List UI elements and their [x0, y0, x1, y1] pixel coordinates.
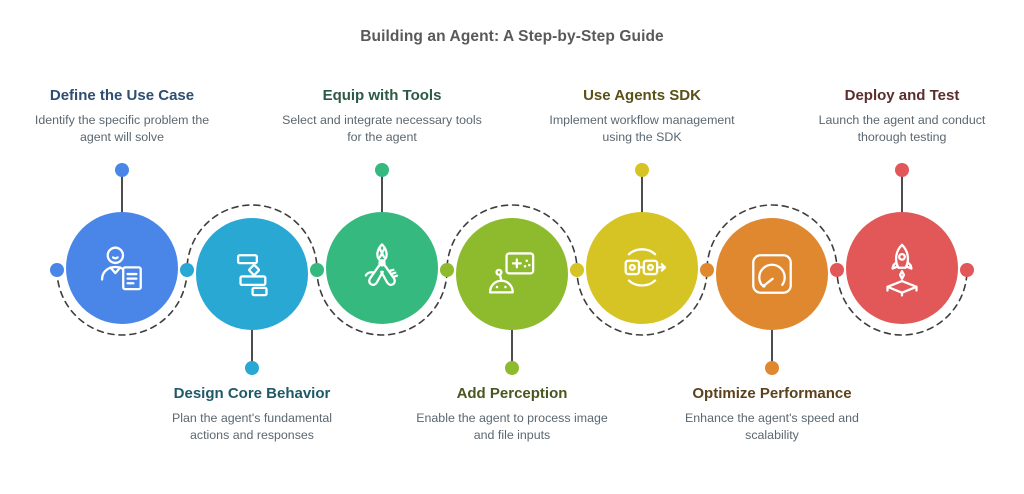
step-heading: Define the Use Case — [49, 87, 195, 104]
step-circle — [716, 218, 828, 330]
connector-stem — [901, 172, 903, 213]
step-heading: Add Perception — [456, 385, 568, 402]
path-dot — [180, 263, 194, 277]
step-heading: Optimize Performance — [692, 385, 852, 402]
stem-dot — [375, 163, 389, 177]
step-heading: Equip with Tools — [322, 87, 442, 104]
connector-stem — [381, 172, 383, 213]
step-text-block: Deploy and Test Launch the agent and con… — [802, 87, 1002, 145]
step-text-block: Use Agents SDK Implement workflow manage… — [542, 87, 742, 145]
stem-dot — [245, 361, 259, 375]
step-description: Identify the specific problem the agent … — [34, 113, 210, 144]
step-text-block: Define the Use Case Identify the specifi… — [22, 87, 222, 145]
multi-tool-icon — [364, 243, 399, 286]
path-dot — [960, 263, 974, 277]
step-circle — [66, 212, 178, 324]
connector-stem — [251, 330, 253, 367]
step-circle — [456, 218, 568, 330]
stem-dot — [115, 163, 129, 177]
path-dot — [570, 263, 584, 277]
step-heading: Use Agents SDK — [583, 87, 701, 104]
step-description: Enable the agent to process image and fi… — [416, 411, 608, 442]
connector-stem — [771, 330, 773, 367]
connector-stem — [641, 172, 643, 213]
connector-stem — [121, 172, 123, 213]
path-dot — [830, 263, 844, 277]
step-circle — [586, 212, 698, 324]
step-description: Implement workflow management using the … — [549, 113, 735, 144]
workflow-cycle-icon — [624, 248, 667, 287]
step-heading: Design Core Behavior — [173, 385, 331, 402]
step-circle — [196, 218, 308, 330]
workflow-blocks-icon — [236, 254, 268, 297]
robot-screen-icon — [488, 252, 535, 294]
path-dot — [440, 263, 454, 277]
stem-dot — [505, 361, 519, 375]
stem-dot — [895, 163, 909, 177]
step-heading: Deploy and Test — [844, 87, 960, 104]
rocket-launch-icon — [886, 243, 918, 297]
step-circle — [326, 212, 438, 324]
path-dot — [310, 263, 324, 277]
step-description: Enhance the agent's speed and scalabilit… — [685, 411, 859, 442]
stem-dot — [765, 361, 779, 375]
connector-stem — [511, 330, 513, 367]
step-description: Plan the agent's fundamental actions and… — [171, 411, 333, 442]
step-text-block: Design Core Behavior Plan the agent's fu… — [152, 385, 352, 443]
step-text-block: Optimize Performance Enhance the agent's… — [672, 385, 872, 443]
step-description: Launch the agent and conduct thorough te… — [818, 113, 986, 144]
page-title: Building an Agent: A Step-by-Step Guide — [360, 28, 664, 45]
stem-dot — [635, 163, 649, 177]
step-circle — [846, 212, 958, 324]
speedometer-icon — [752, 254, 792, 294]
person-document-icon — [100, 246, 142, 291]
step-text-block: Equip with Tools Select and integrate ne… — [282, 87, 482, 145]
step-description: Select and integrate necessary tools for… — [282, 113, 482, 144]
path-dot — [50, 263, 64, 277]
step-text-block: Add Perception Enable the agent to proce… — [412, 385, 612, 443]
path-dot — [700, 263, 714, 277]
